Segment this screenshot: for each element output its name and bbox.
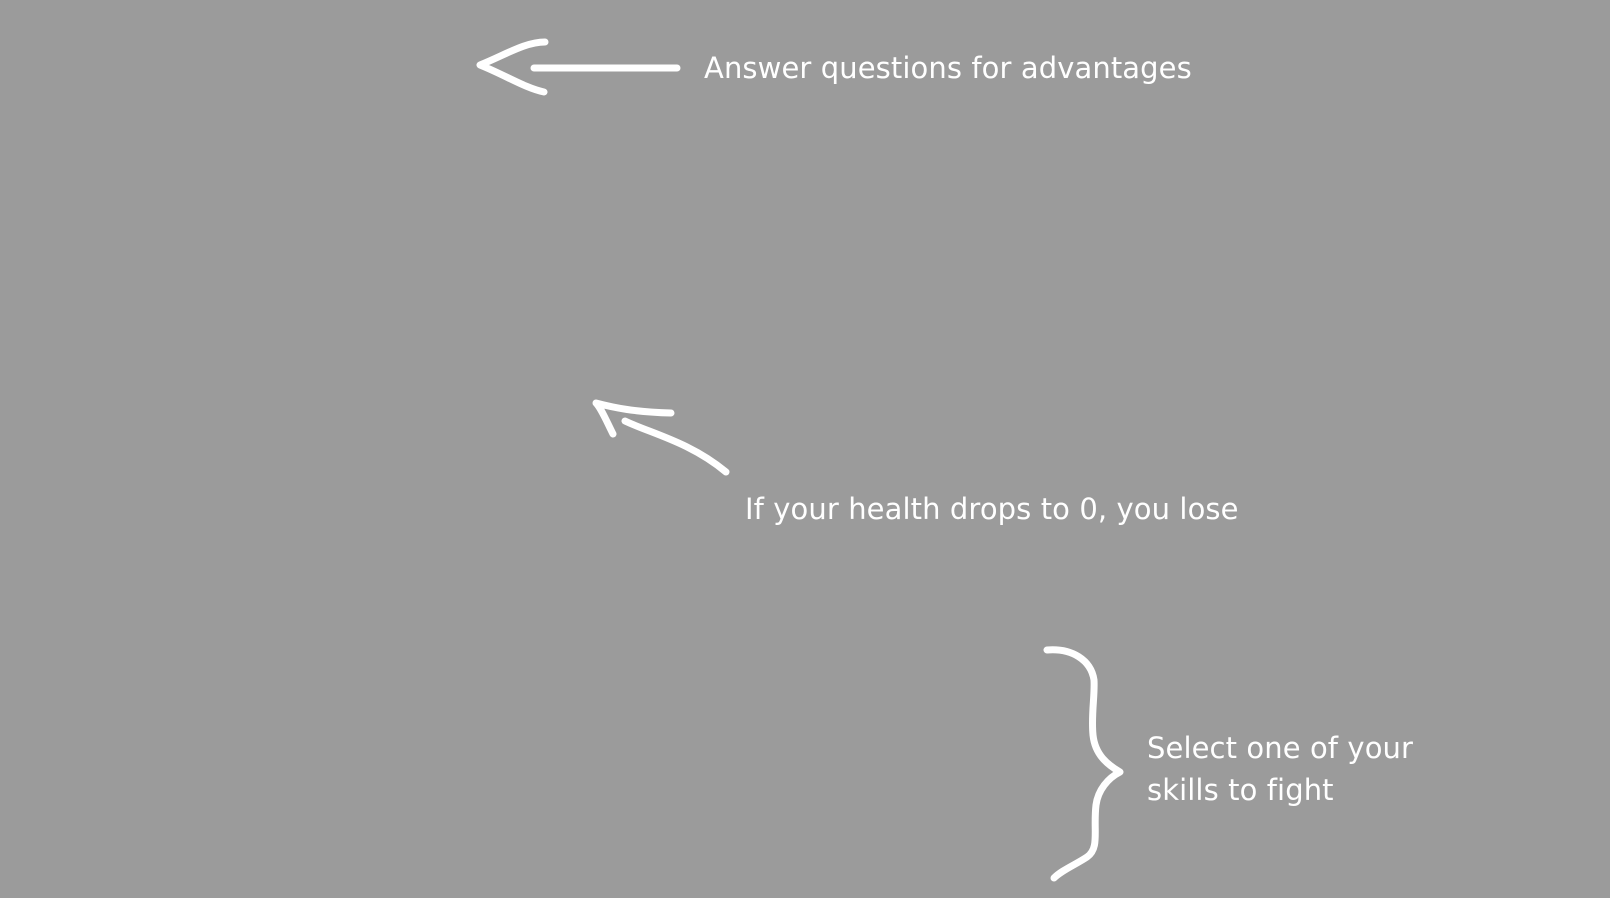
left-arrow-icon — [476, 38, 681, 96]
skills-hint-line-2: skills to fight — [1147, 773, 1334, 807]
questions-hint-label: Answer questions for advantages — [704, 51, 1192, 85]
skills-hint-label: Select one of your skills to fight — [1147, 727, 1413, 811]
health-hint-label: If your health drops to 0, you lose — [745, 492, 1239, 526]
curly-brace-icon — [1043, 646, 1124, 882]
up-left-arrow-icon — [592, 399, 730, 476]
skills-hint-line-1: Select one of your — [1147, 731, 1414, 765]
